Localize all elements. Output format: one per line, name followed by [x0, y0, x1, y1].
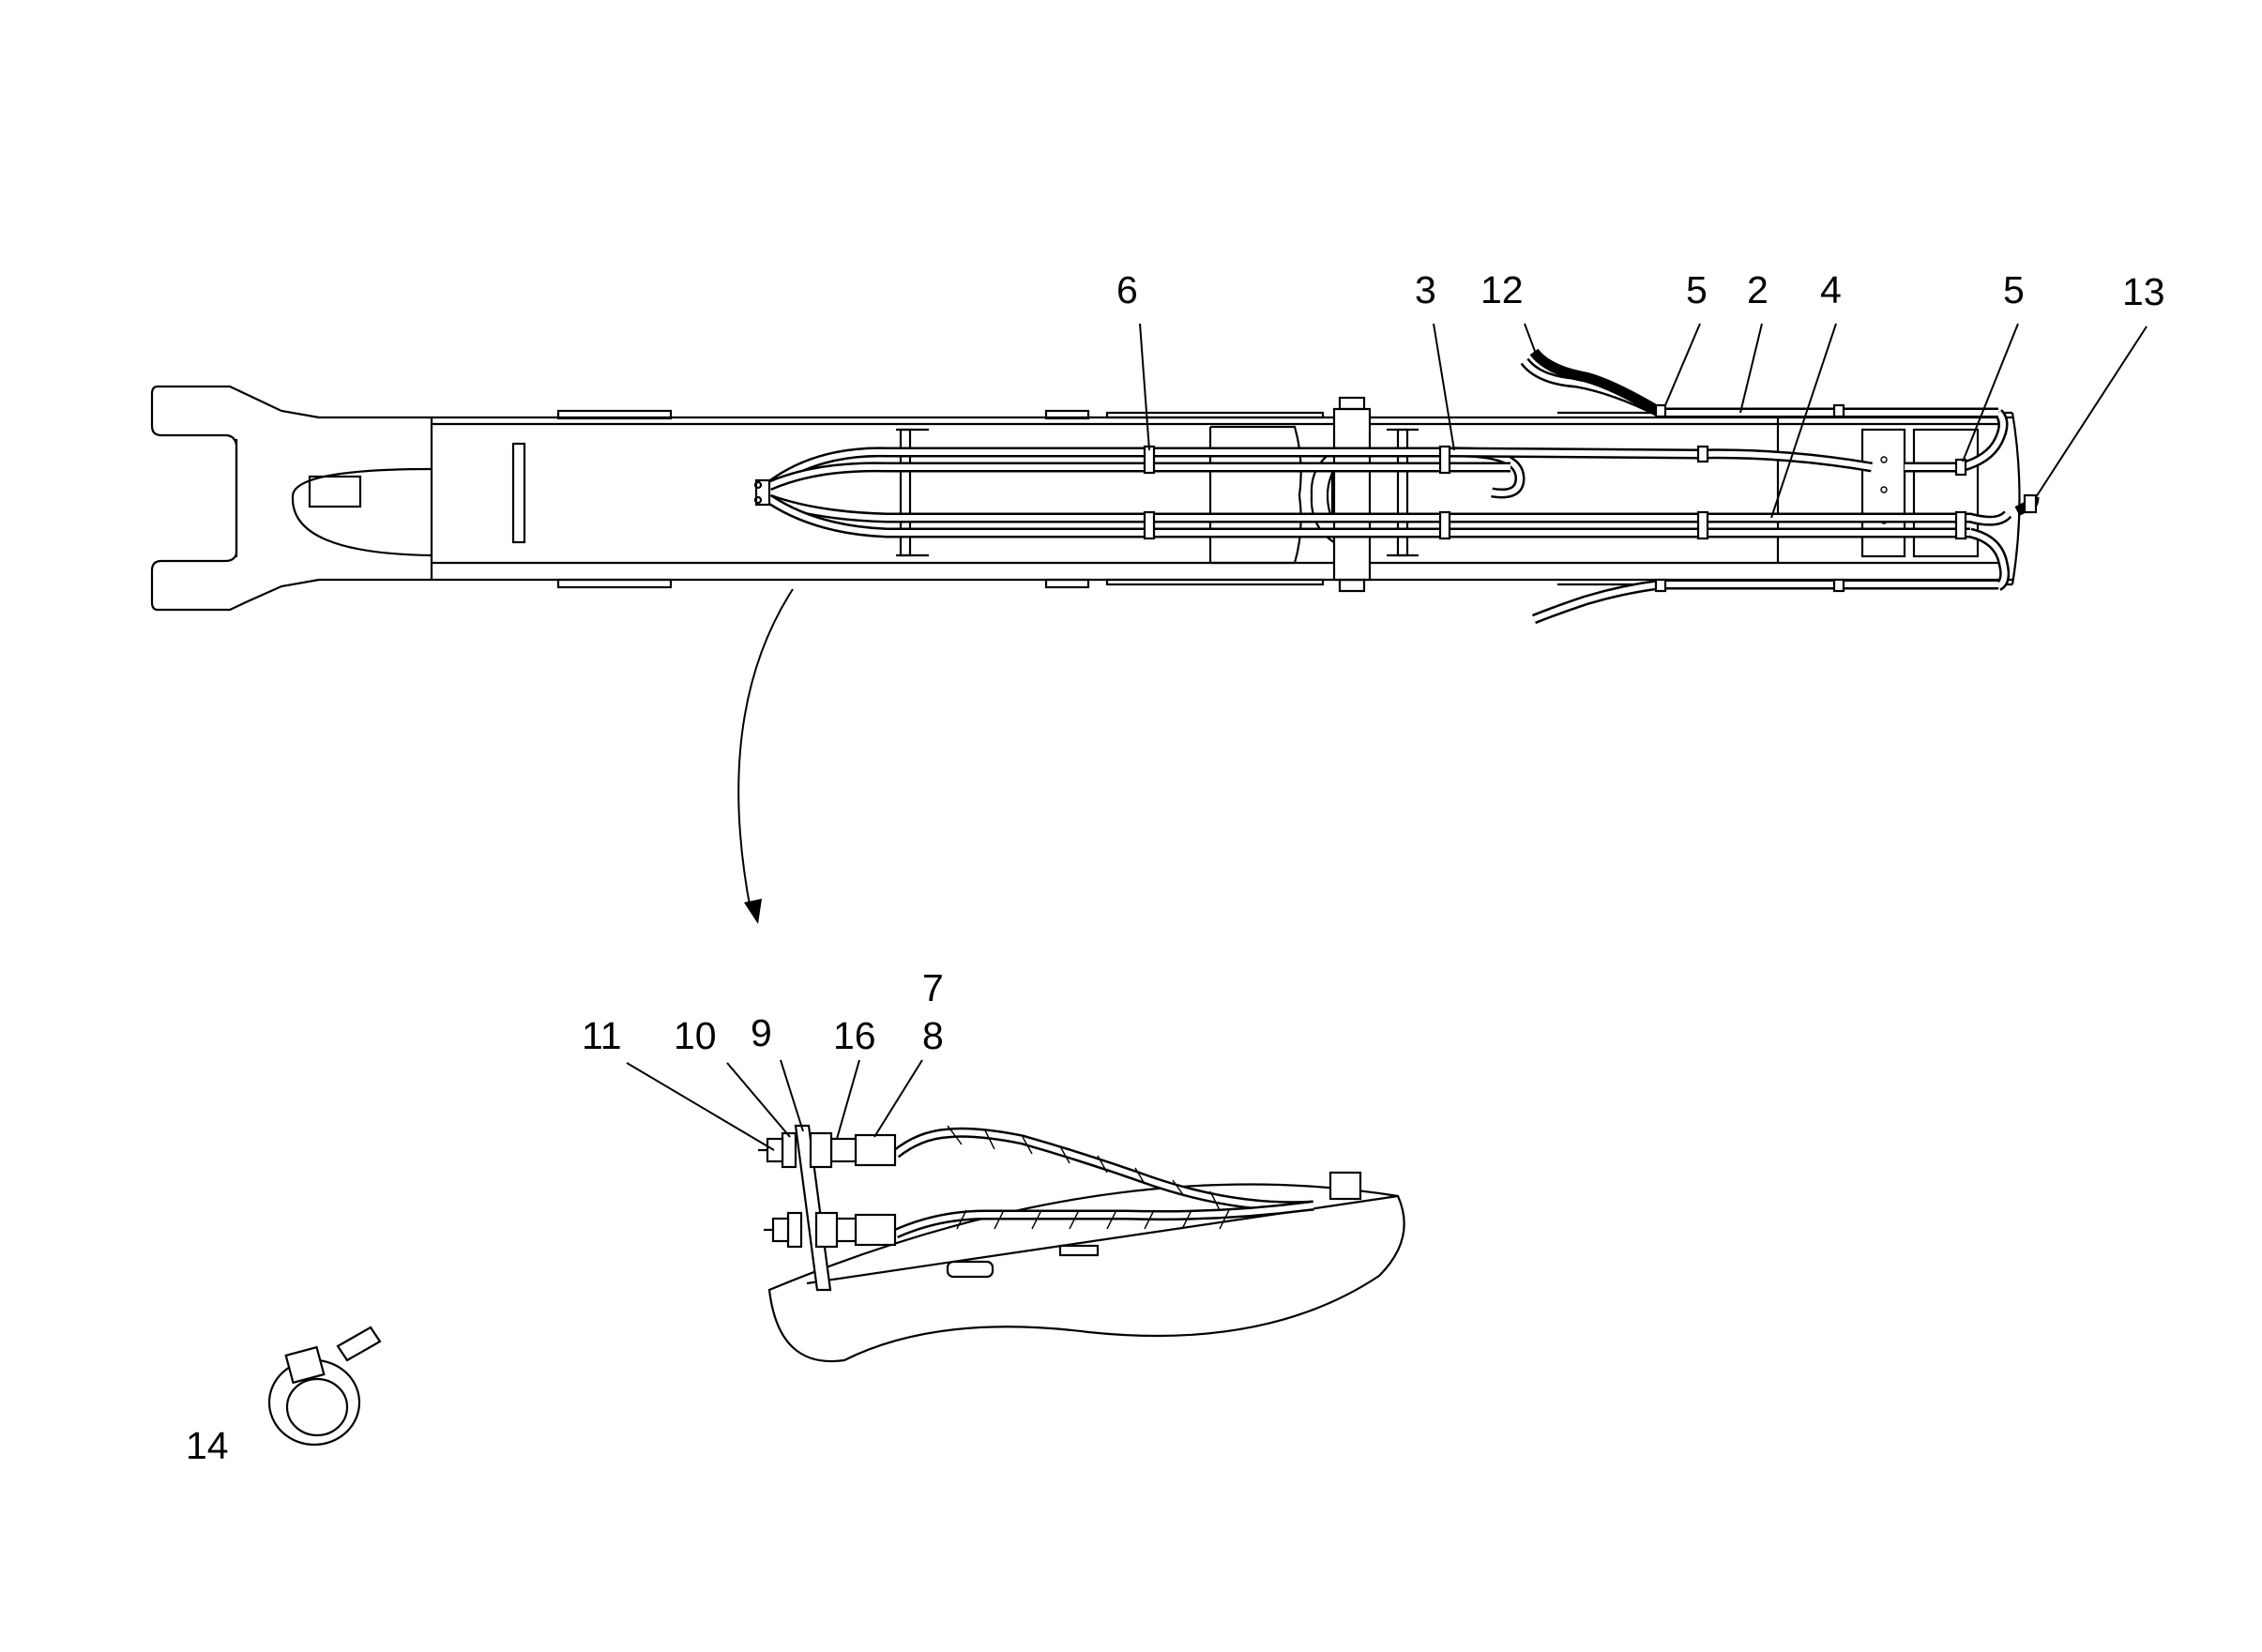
callout-10: 10: [674, 1014, 717, 1057]
callout-14: 14: [186, 1424, 229, 1467]
detail-arrow: [737, 588, 794, 924]
callout-12: 12: [1480, 268, 1524, 311]
callout-11: 11: [582, 1014, 622, 1057]
callout-5: 5: [1686, 268, 1708, 311]
callout-5: 5: [2003, 268, 2025, 311]
leader-lines: [626, 323, 2148, 1151]
cable-tie: [267, 1326, 382, 1447]
callout-4: 4: [1820, 268, 1842, 311]
callout-8: 8: [922, 1014, 944, 1057]
callout-labels: 6 3 12 5 2 4 5 13 7 11 10 9 16 8 14: [186, 268, 2165, 1467]
detail-view: [758, 1124, 1405, 1363]
callout-9: 9: [751, 1011, 772, 1054]
callout-2: 2: [1747, 268, 1769, 311]
callout-7: 7: [922, 966, 944, 1009]
callout-3: 3: [1415, 268, 1436, 311]
boom-arm: [150, 385, 2021, 612]
callout-6: 6: [1116, 268, 1138, 311]
callout-13: 13: [2122, 270, 2165, 313]
hose-clamps: [1143, 403, 1967, 593]
callout-16: 16: [833, 1014, 876, 1057]
